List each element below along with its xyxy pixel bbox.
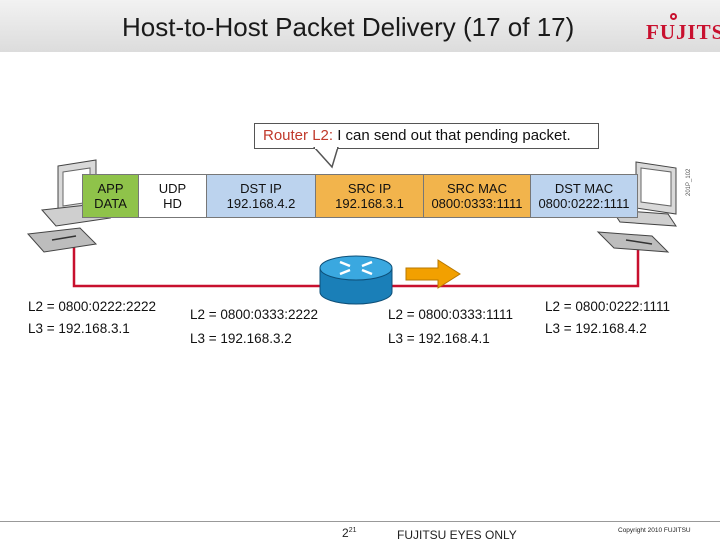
callout-tail — [312, 147, 339, 169]
router-callout: Router L2: I can send out that pending p… — [254, 123, 599, 149]
confidential-label: FUJITSU EYES ONLY — [397, 528, 517, 542]
fujitsu-logo: FUJITSU — [646, 20, 720, 44]
host-left-l3: L3 = 192.168.3.1 — [28, 321, 130, 336]
callout-text: I can send out that pending packet. — [333, 127, 571, 144]
router-right-l3: L3 = 192.168.4.1 — [388, 331, 490, 346]
footer-divider — [0, 521, 720, 522]
router-left-l2: L2 = 0800:0333:2222 — [190, 307, 318, 322]
direction-arrow-icon — [405, 259, 461, 289]
copyright: Copyright 2010 FUJITSU — [618, 527, 691, 534]
router-icon — [319, 255, 393, 305]
page-number: 221 — [342, 526, 357, 540]
host-left-l2: L2 = 0800:0222:2222 — [28, 299, 156, 314]
header-bar — [0, 0, 720, 52]
callout-speaker: Router L2: — [263, 127, 334, 144]
figure-code: 201P_102 — [686, 168, 692, 196]
host-right-l2: L2 = 0800:0222:1111 — [545, 299, 670, 314]
router-left-l3: L3 = 192.168.3.2 — [190, 331, 292, 346]
host-right-l3: L3 = 192.168.4.2 — [545, 321, 647, 336]
page-title: Host-to-Host Packet Delivery (17 of 17) — [122, 12, 575, 42]
router-right-l2: L2 = 0800:0333:1111 — [388, 307, 513, 322]
logo-infinity-icon — [670, 13, 677, 20]
